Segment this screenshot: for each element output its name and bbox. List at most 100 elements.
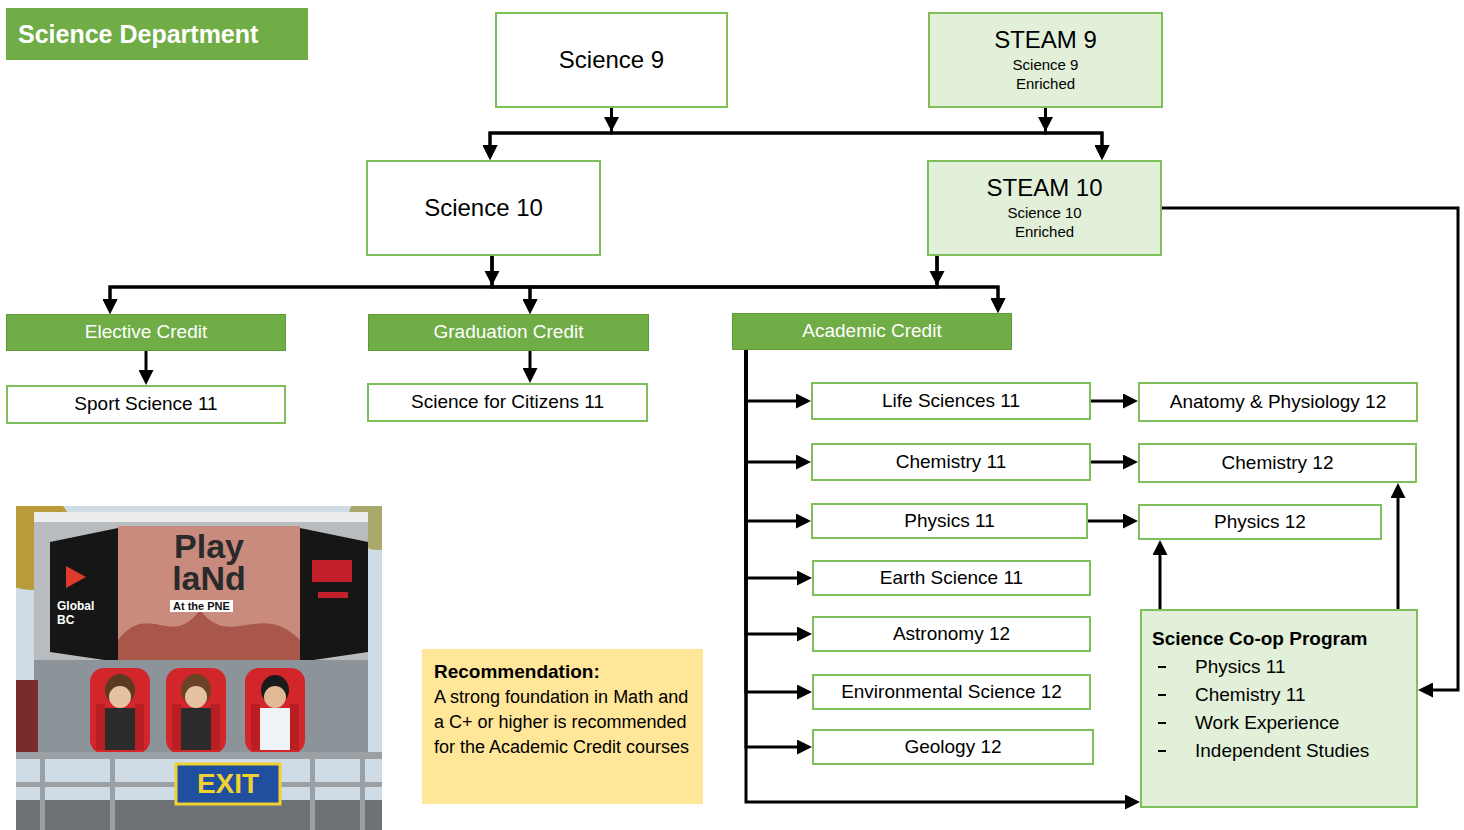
node-heading: Science 10 xyxy=(424,194,543,223)
text-row: Science 9 xyxy=(559,46,664,75)
ride-seat xyxy=(166,668,226,754)
node-heading: Life Sciences 11 xyxy=(882,390,1020,413)
seat-backdrop xyxy=(34,660,368,755)
course-box: Physics 12 xyxy=(1138,504,1382,540)
photo-banner-text: At the PNE xyxy=(170,600,233,612)
node-heading: Geology 12 xyxy=(904,736,1001,759)
text-row: Astronomy 12 xyxy=(893,623,1010,646)
node-text: Physics 11 xyxy=(1195,653,1285,681)
bullet-dash xyxy=(1158,722,1166,724)
ride-photo xyxy=(16,506,382,830)
rider-face xyxy=(185,686,207,708)
bullet-dash xyxy=(1158,694,1166,696)
connector-arrow xyxy=(937,256,998,304)
text-row: Academic Credit xyxy=(802,320,941,343)
course-box: Geology 12 xyxy=(812,729,1094,765)
connector-arrow xyxy=(490,108,1046,151)
text-row: Recommendation: xyxy=(434,659,691,685)
text-row: Physics 12 xyxy=(1214,511,1306,534)
photo-logo-text: Global BC xyxy=(57,600,109,628)
seat-restraint xyxy=(135,704,144,750)
text-row: Work Experience xyxy=(1152,709,1406,737)
node-text: Chemistry 11 xyxy=(1195,681,1306,709)
text-row: Physics 11 xyxy=(904,510,994,533)
ride-panel xyxy=(300,528,368,662)
node-text: Independent Studies xyxy=(1195,737,1369,765)
node-heading: STEAM 10 xyxy=(986,174,1102,203)
connector-arrow xyxy=(110,256,492,305)
connector-arrow xyxy=(746,350,802,521)
node-text: Science 10 Enriched xyxy=(990,203,1100,242)
course-box: Chemistry 11 xyxy=(811,443,1091,481)
connector-group xyxy=(110,108,1458,802)
fence-post xyxy=(40,752,45,830)
connector-arrow xyxy=(490,108,612,151)
course-box: Physics 11 xyxy=(811,503,1088,539)
connector-arrow xyxy=(746,350,803,578)
rider-face xyxy=(109,686,131,708)
text-row: Physics 11 xyxy=(1152,653,1406,681)
program-box: Science Co-op ProgramPhysics 11Chemistry… xyxy=(1140,609,1418,808)
connector-arrow xyxy=(110,256,937,305)
ride-beam xyxy=(34,512,368,522)
connector-arrow xyxy=(746,350,803,634)
fence-post xyxy=(310,752,315,830)
text-row: Independent Studies xyxy=(1152,737,1406,765)
node-heading: Chemistry 11 xyxy=(896,451,1007,474)
text-row: Environmental Science 12 xyxy=(841,681,1062,704)
photo-banner-text: Play laNd xyxy=(150,530,268,595)
node-heading: Academic Credit xyxy=(802,320,941,343)
node-heading: Elective Credit xyxy=(85,321,208,344)
connector-arrow xyxy=(529,351,532,374)
connector-arrow xyxy=(1088,520,1129,523)
node-heading: Physics 11 xyxy=(904,510,994,533)
merge-arrowhead xyxy=(485,271,500,286)
node-text: Science 9 Enriched xyxy=(991,55,1101,94)
text-row: Science 10 xyxy=(424,194,543,223)
course-box: Life Sciences 11 xyxy=(811,382,1091,420)
node-heading: Graduation Credit xyxy=(434,321,584,344)
bullet-dash xyxy=(1158,666,1166,668)
connector-arrow xyxy=(612,108,1103,151)
seat-restraint xyxy=(211,704,220,750)
radio-logo xyxy=(318,592,348,598)
connector-arrow xyxy=(530,256,937,305)
course-box: Science 10 xyxy=(366,160,601,256)
connector-arrow xyxy=(1091,461,1129,464)
node-heading: Science 9 xyxy=(559,46,664,75)
course-box: Earth Science 11 xyxy=(812,560,1091,596)
radio-logo xyxy=(312,560,352,582)
enriched-course-box: STEAM 10Science 10 Enriched xyxy=(927,160,1162,256)
seat-restraint xyxy=(251,704,260,750)
text-row: Sport Science 11 xyxy=(74,393,217,416)
photo-sky xyxy=(16,506,382,830)
connector-arrow xyxy=(145,351,148,376)
course-box: Anatomy & Physiology 12 xyxy=(1138,382,1418,422)
course-box: Chemistry 12 xyxy=(1138,443,1417,483)
node-text: Work Experience xyxy=(1195,709,1339,737)
text-row: Chemistry 11 xyxy=(896,451,1007,474)
node-heading: Anatomy & Physiology 12 xyxy=(1170,391,1387,414)
text-row: Earth Science 11 xyxy=(880,567,1023,590)
node-heading: Sport Science 11 xyxy=(74,393,217,416)
credit-band: Graduation Credit xyxy=(368,314,649,351)
tv-logo xyxy=(66,566,86,588)
text-row: STEAM 10 xyxy=(986,174,1102,203)
course-box: Science for Citizens 11 xyxy=(367,383,648,422)
fence-post xyxy=(110,752,115,830)
connector-arrow xyxy=(746,350,802,462)
connector-arrow xyxy=(746,350,803,747)
course-box: Science 9 xyxy=(495,12,728,108)
text-row: Science 9 Enriched xyxy=(991,55,1101,94)
node-heading: STEAM 9 xyxy=(994,26,1097,55)
title-band: Science Department xyxy=(6,8,308,60)
node-heading: Physics 12 xyxy=(1214,511,1306,534)
node-heading: Recommendation: xyxy=(434,659,691,685)
connector-arrow xyxy=(1397,492,1400,609)
text-row: Anatomy & Physiology 12 xyxy=(1170,391,1387,414)
node-heading: Chemistry 12 xyxy=(1222,452,1334,475)
fence-post xyxy=(360,752,365,830)
credit-band: Academic Credit xyxy=(732,313,1012,350)
node-heading: Science Co-op Program xyxy=(1152,625,1367,653)
